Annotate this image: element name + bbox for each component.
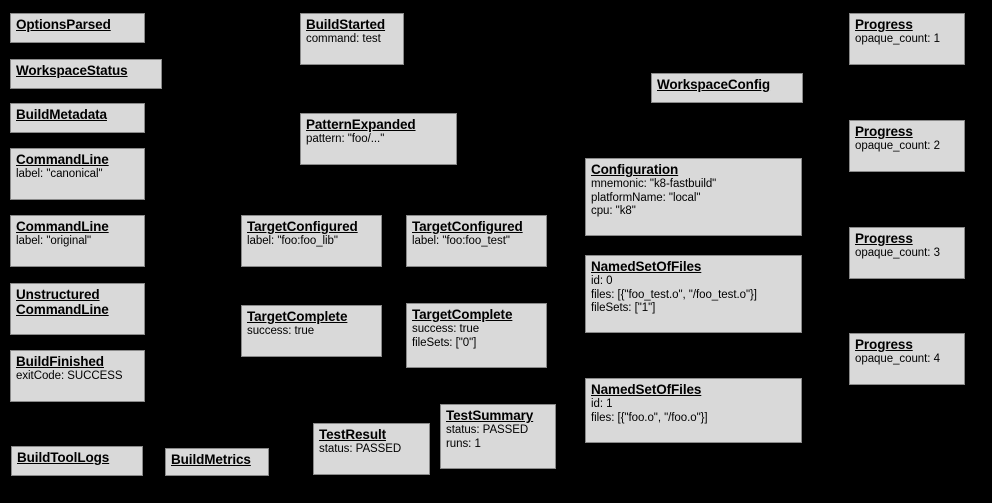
event-node-fields: pattern: "foo/..." [306, 133, 451, 147]
event-node-title: Progress [855, 124, 913, 139]
event-node-field: status: PASSED [446, 424, 529, 436]
event-node-title: CommandLine [16, 152, 109, 167]
event-node-fields: success: true [247, 325, 376, 339]
event-node-field: files: [{"foo_test.o", "/foo_test.o"}] [591, 288, 757, 301]
event-node-title: TargetComplete [247, 309, 348, 324]
event-node-title: NamedSetOfFiles [591, 259, 702, 274]
event-node-fields: command: test [306, 33, 398, 47]
event-node-field: opaque_count: 3 [855, 247, 940, 259]
event-node-title: Progress [855, 337, 913, 352]
event-node-field: success: true [412, 323, 480, 335]
event-node-field: mnemonic: "k8-fastbuild" [591, 178, 717, 190]
event-node-fields: label: "canonical" [16, 168, 139, 182]
event-node-title: TargetConfigured [412, 219, 523, 234]
event-node-title: WorkspaceStatus [16, 63, 128, 78]
event-node-title: TestSummary [446, 408, 534, 423]
event-node-field: fileSets: ["1"] [591, 302, 656, 314]
event-node-field: files: [{"foo.o", "/foo.o"}] [591, 411, 708, 424]
event-node-field: opaque_count: 2 [855, 140, 940, 152]
event-node-field: pattern: "foo/..." [306, 133, 385, 145]
event-node-field: label: "foo:foo_test" [412, 235, 510, 247]
event-node-fields: mnemonic: "k8-fastbuild"platformName: "l… [591, 178, 796, 219]
event-node-unstructured-command-line[interactable]: Unstructured CommandLine [10, 283, 145, 335]
event-node-title: BuildStarted [306, 17, 386, 32]
event-node-field: fileSets: ["0"] [412, 336, 477, 349]
event-node-workspace-config[interactable]: WorkspaceConfig [651, 73, 803, 103]
event-node-fields: opaque_count: 4 [855, 353, 959, 367]
event-node-field: platformName: "local" [591, 191, 701, 204]
event-node-title: BuildMetadata [16, 107, 107, 122]
event-node-options-parsed[interactable]: OptionsParsed [10, 13, 145, 43]
event-node-title: OptionsParsed [16, 17, 111, 32]
event-node-field: runs: 1 [446, 437, 481, 450]
event-node-fields: label: "foo:foo_lib" [247, 235, 376, 249]
event-node-fields: label: "original" [16, 235, 139, 249]
event-node-title: Progress [855, 17, 913, 32]
event-node-title: Unstructured CommandLine [16, 287, 109, 317]
event-node-build-metadata[interactable]: BuildMetadata [10, 103, 145, 133]
event-node-workspace-status[interactable]: WorkspaceStatus [10, 59, 162, 89]
event-node-title: CommandLine [16, 219, 109, 234]
event-node-fields: label: "foo:foo_test" [412, 235, 541, 249]
event-node-title: BuildMetrics [171, 452, 251, 467]
event-node-field: exitCode: SUCCESS [16, 370, 123, 382]
event-node-title: Configuration [591, 162, 679, 177]
event-node-title: TestResult [319, 427, 387, 442]
event-node-field: opaque_count: 1 [855, 33, 940, 45]
event-node-title: TargetConfigured [247, 219, 358, 234]
event-node-title: WorkspaceConfig [657, 77, 771, 92]
event-node-title: TargetComplete [412, 307, 513, 322]
event-node-fields: opaque_count: 2 [855, 140, 959, 154]
event-node-field: label: "original" [16, 235, 92, 247]
event-node-field: success: true [247, 325, 315, 337]
event-node-build-tool-logs[interactable]: BuildToolLogs [11, 446, 143, 476]
event-node-title: PatternExpanded [306, 117, 416, 132]
event-node-build-metrics[interactable]: BuildMetrics [165, 448, 269, 476]
event-node-field: opaque_count: 4 [855, 353, 940, 365]
event-node-field: label: "canonical" [16, 168, 103, 180]
event-node-field: id: 0 [591, 275, 613, 287]
event-node-field: command: test [306, 33, 381, 45]
event-node-title: BuildFinished [16, 354, 104, 369]
event-node-title: BuildToolLogs [17, 450, 110, 465]
event-node-field: cpu: "k8" [591, 205, 636, 217]
event-node-title: NamedSetOfFiles [591, 382, 702, 397]
event-node-field: status: PASSED [319, 443, 402, 455]
event-node-title: Progress [855, 231, 913, 246]
event-node-field: id: 1 [591, 398, 613, 410]
event-node-field: label: "foo:foo_lib" [247, 235, 338, 247]
event-node-fields: status: PASSED [319, 443, 424, 457]
event-node-fields: opaque_count: 3 [855, 247, 959, 261]
event-node-fields: opaque_count: 1 [855, 33, 959, 47]
event-node-fields: exitCode: SUCCESS [16, 370, 139, 384]
